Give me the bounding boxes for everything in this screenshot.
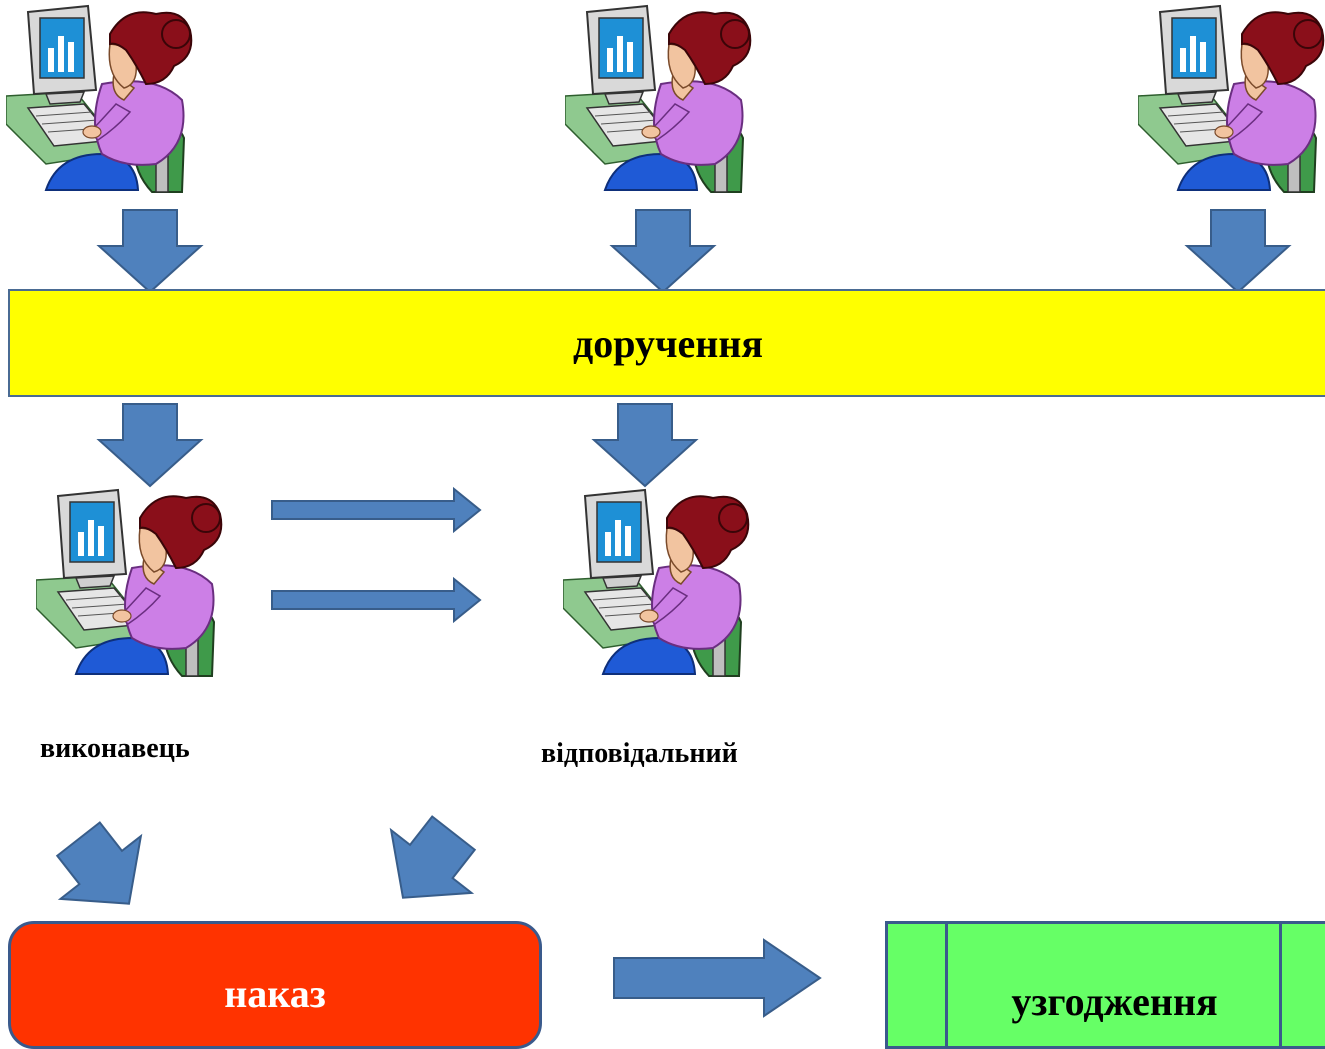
arrow-right-icon bbox=[271, 578, 481, 622]
arrow-down-icon bbox=[98, 209, 202, 293]
person-at-computer-icon bbox=[565, 5, 752, 193]
approval-box-divider bbox=[945, 924, 948, 1046]
approval-box: узгодження bbox=[885, 921, 1325, 1049]
arrow-right-icon bbox=[271, 488, 481, 532]
person-at-computer-icon bbox=[1138, 5, 1325, 193]
approval-label: узгодження bbox=[1011, 979, 1218, 1024]
person-at-computer-icon bbox=[6, 5, 193, 193]
order-label: наказ bbox=[224, 971, 326, 1016]
arrow-down-icon bbox=[98, 403, 202, 487]
arrow-down-icon bbox=[1186, 209, 1290, 293]
person-at-computer-icon bbox=[563, 489, 750, 677]
arrow-right-icon bbox=[613, 939, 821, 1017]
arrow-down-icon bbox=[593, 403, 697, 487]
approval-box-divider bbox=[1279, 924, 1282, 1046]
assignment-label: доручення bbox=[573, 320, 763, 366]
performer-caption: виконавець bbox=[40, 733, 190, 764]
responsible-caption: відповідальний bbox=[541, 738, 738, 769]
arrow-down-icon bbox=[611, 209, 715, 293]
arrow-down-right-icon bbox=[37, 806, 171, 937]
arrow-down-left-icon bbox=[361, 800, 495, 931]
person-at-computer-icon bbox=[36, 489, 223, 677]
assignment-banner: доручення bbox=[8, 289, 1325, 397]
order-box: наказ bbox=[8, 921, 542, 1049]
